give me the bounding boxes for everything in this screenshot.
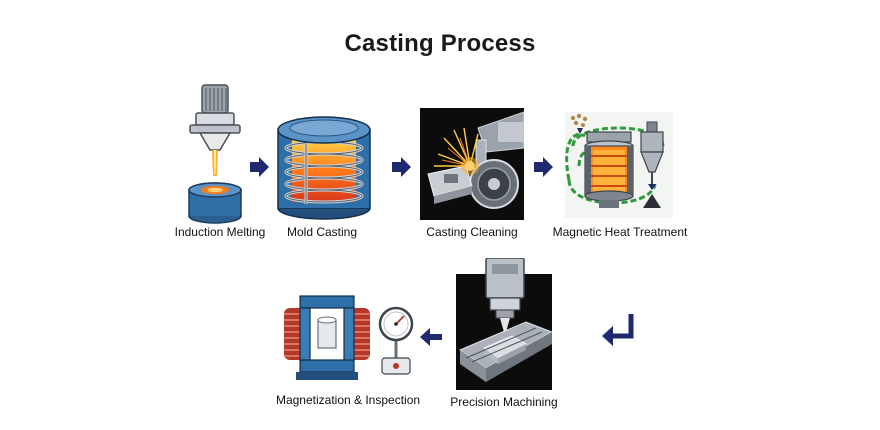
step-precision-machining: Precision Machining — [450, 258, 558, 418]
step-magnetization-inspection: Magnetization & Inspection — [276, 288, 420, 418]
magnetic-furnace-icon — [565, 112, 673, 218]
step-label: Magnetic Heat Treatment — [552, 225, 688, 239]
step-casting-cleaning: Casting Cleaning — [420, 108, 524, 240]
arrow-right-icon — [534, 157, 553, 177]
step-label: Induction Melting — [174, 225, 266, 239]
diagram-title: Casting Process — [344, 30, 536, 57]
step-induction-melting: Induction Melting — [170, 80, 270, 240]
arrow-right-icon — [392, 157, 411, 177]
arrow-corner-down-left-icon — [602, 314, 634, 346]
arrow-left-icon — [420, 328, 442, 346]
step-label: Precision Machining — [450, 395, 558, 409]
arrow-right-icon — [250, 157, 269, 177]
magnetizer-gauge-icon — [284, 295, 414, 380]
induction-furnace-icon — [188, 84, 242, 224]
step-label: Magnetization & Inspection — [275, 393, 421, 407]
cnc-spindle-icon — [456, 258, 552, 390]
mold-coil-icon — [277, 116, 371, 220]
step-label: Mold Casting — [286, 225, 358, 239]
step-mold-casting: Mold Casting — [272, 108, 382, 240]
step-label: Casting Cleaning — [426, 225, 518, 239]
grinding-wheel-icon — [420, 108, 524, 220]
step-magnetic-heat-treatment: Magnetic Heat Treatment — [553, 110, 687, 240]
